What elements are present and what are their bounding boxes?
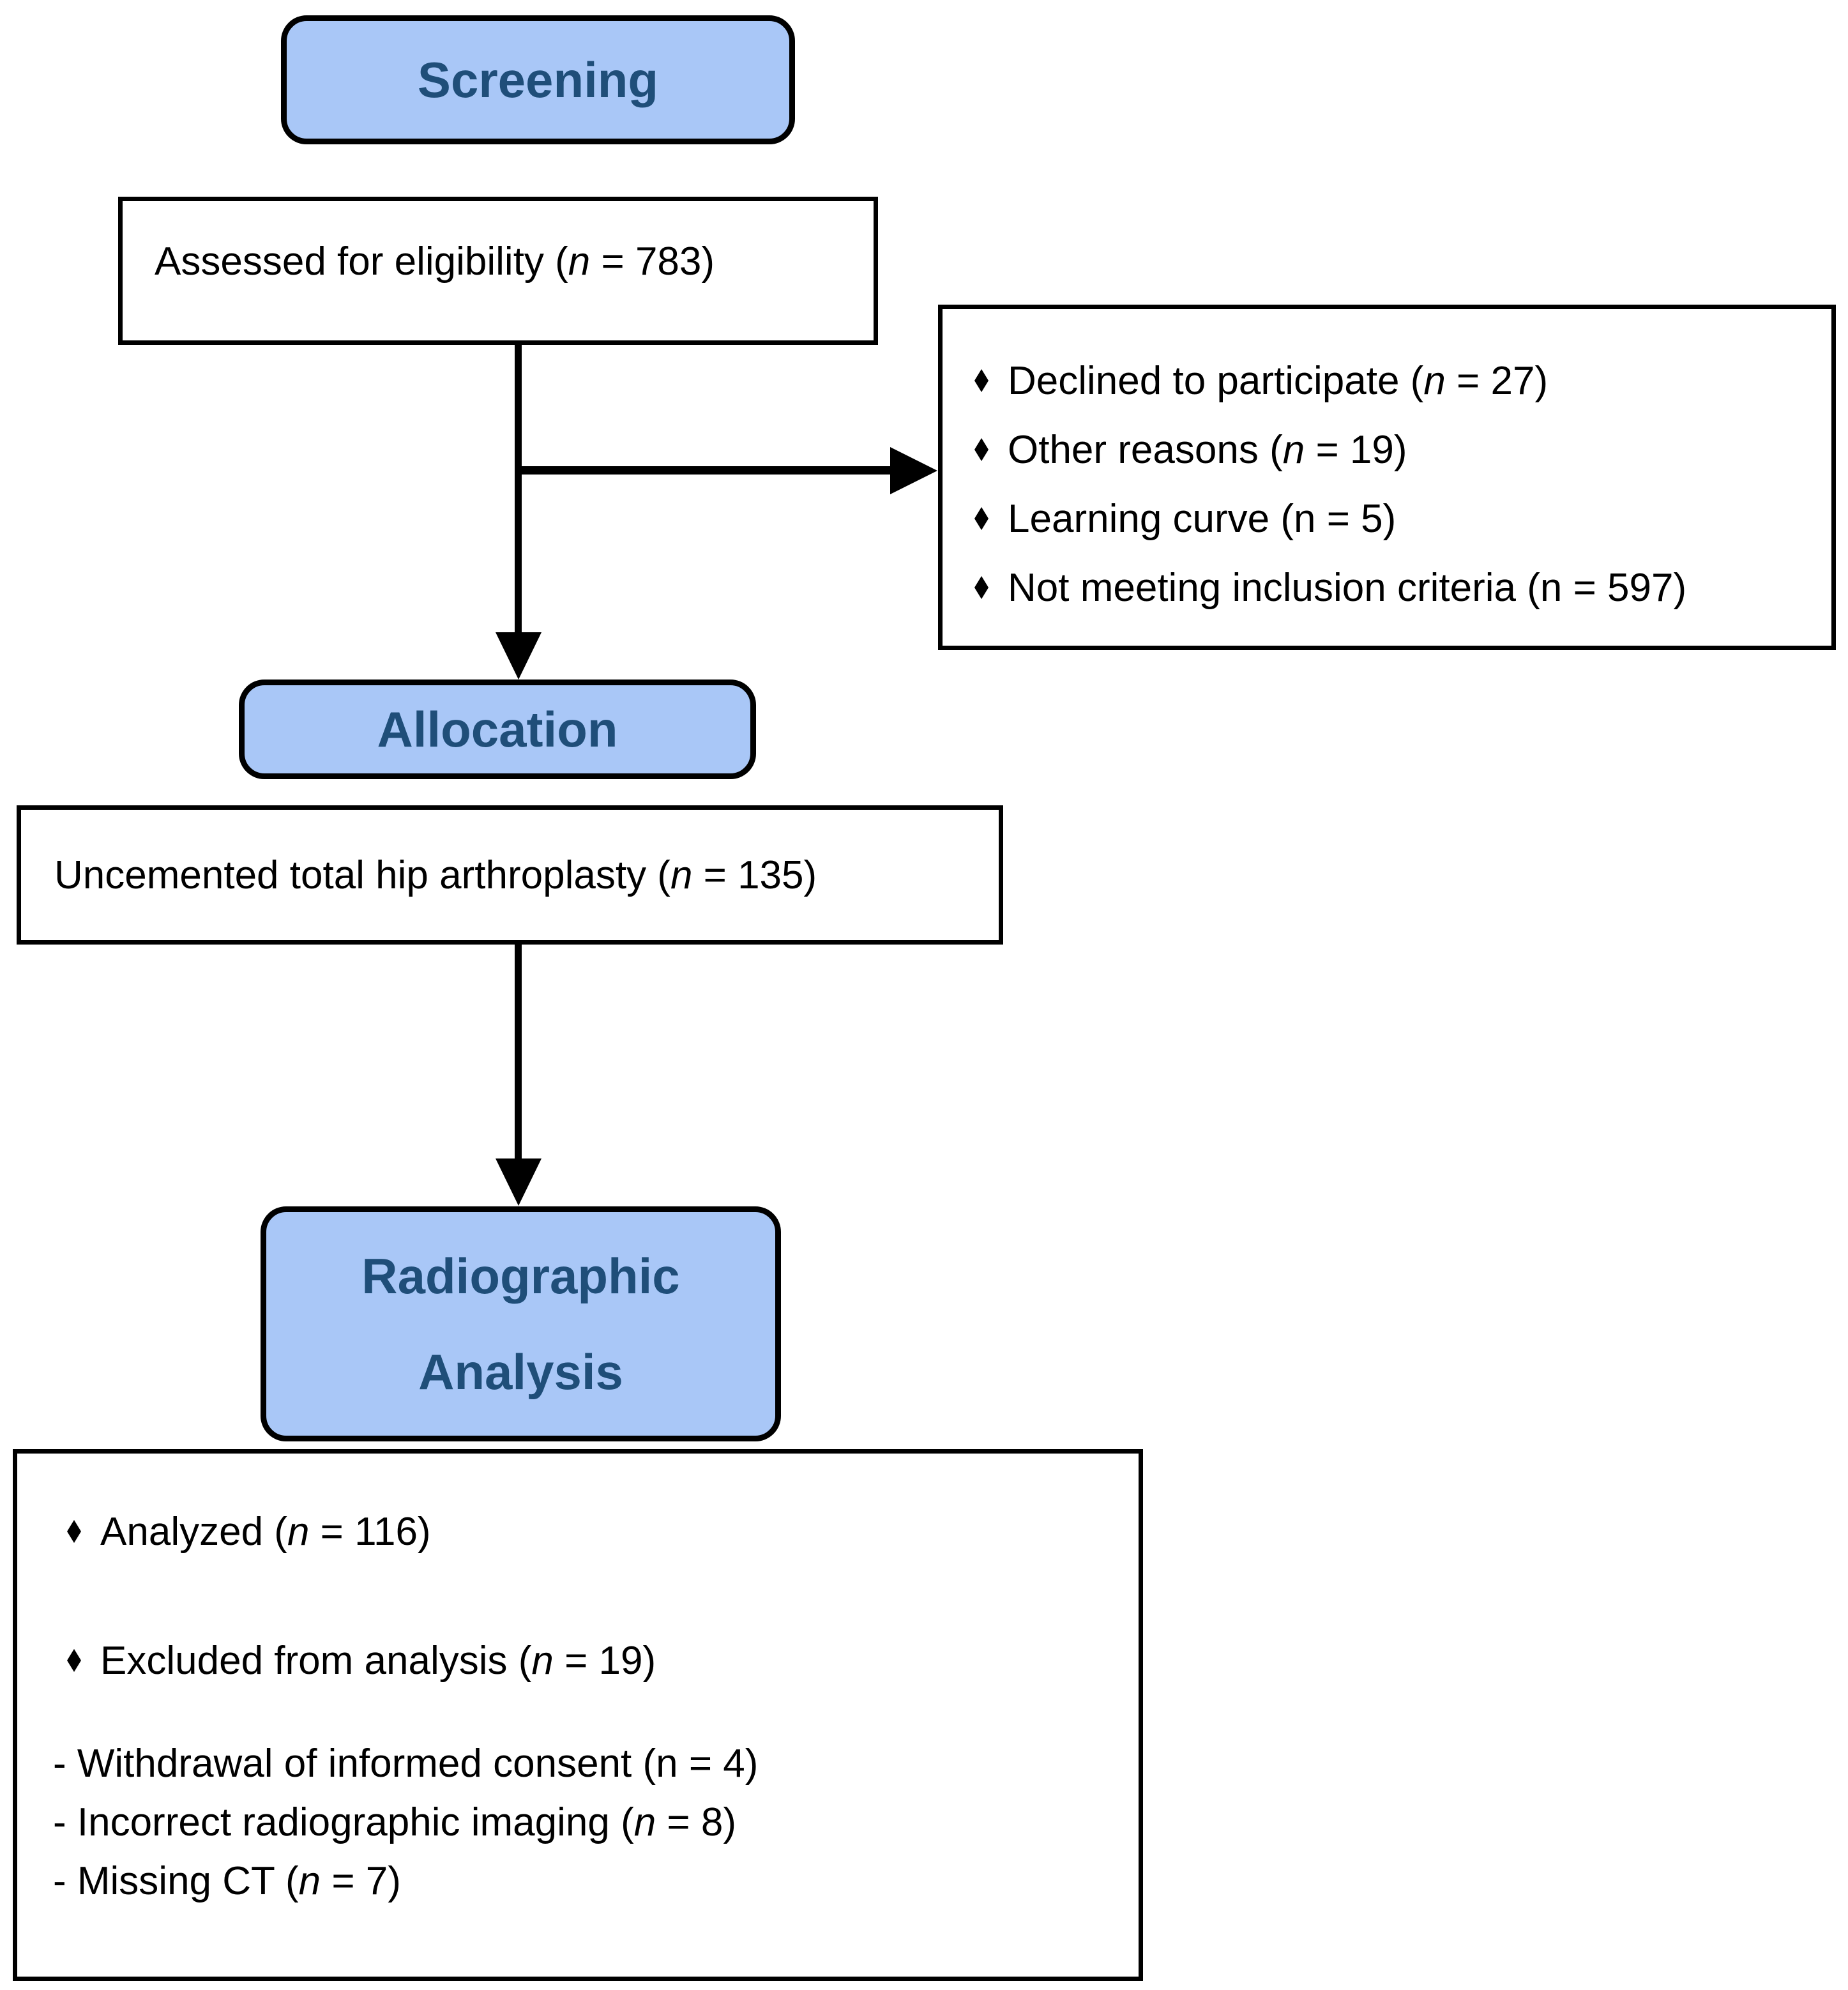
exclusion-item: Not meeting inclusion criteria (n = 597) bbox=[974, 553, 1812, 622]
diamond-bullet-icon bbox=[974, 576, 988, 599]
diamond-bullet-icon bbox=[974, 438, 988, 461]
analysis-dash-item: - Missing CT (n = 7) bbox=[17, 1852, 1139, 1911]
exclusion-reasons-box: Declined to participate (n = 27) Other r… bbox=[938, 305, 1836, 650]
diamond-bullet-icon bbox=[67, 1520, 81, 1543]
assessed-eligibility-box: Assessed for eligibility (n = 783) bbox=[118, 197, 878, 345]
arrow-stem-assessed-to-allocation bbox=[515, 345, 522, 635]
arrow-stem-uncemented-to-radiographic bbox=[515, 945, 522, 1162]
exclusion-item-text: Not meeting inclusion criteria (n = 597) bbox=[1008, 565, 1687, 610]
screening-phase-label: Screening bbox=[417, 51, 659, 108]
uncemented-tha-text: Uncemented total hip arthroplasty (n = 1… bbox=[54, 853, 817, 897]
excluded-from-analysis-text: Excluded from analysis (n = 19) bbox=[100, 1638, 656, 1683]
assessed-eligibility-text: Assessed for eligibility (n = 783) bbox=[155, 239, 715, 284]
analysis-results-box: Analyzed (n = 116) Excluded from analysi… bbox=[13, 1449, 1143, 1981]
diamond-bullet-icon bbox=[974, 507, 988, 530]
incorrect-imaging-text: - Incorrect radiographic imaging (n = 8) bbox=[53, 1800, 736, 1844]
missing-ct-text: - Missing CT (n = 7) bbox=[53, 1859, 401, 1903]
exclusion-item: Declined to participate (n = 27) bbox=[974, 346, 1812, 415]
exclusion-item: Learning curve (n = 5) bbox=[974, 484, 1812, 553]
diamond-bullet-icon bbox=[67, 1649, 81, 1672]
analysis-bullet-item: Excluded from analysis (n = 19) bbox=[17, 1637, 1139, 1683]
arrow-stem-branch-to-exclusions bbox=[518, 466, 892, 475]
analyzed-text: Analyzed (n = 116) bbox=[100, 1509, 431, 1554]
arrow-head-right-icon bbox=[890, 447, 937, 494]
exclusion-item-text: Other reasons (n = 19) bbox=[1008, 427, 1407, 472]
radiographic-phase-label-line2: Analysis bbox=[418, 1344, 623, 1400]
exclusion-item-text: Declined to participate (n = 27) bbox=[1008, 358, 1549, 403]
exclusion-item: Other reasons (n = 19) bbox=[974, 415, 1812, 484]
uncemented-tha-box: Uncemented total hip arthroplasty (n = 1… bbox=[17, 805, 1003, 945]
screening-phase-node: Screening bbox=[281, 15, 795, 144]
diamond-bullet-icon bbox=[974, 369, 988, 392]
exclusion-item-text: Learning curve (n = 5) bbox=[1008, 496, 1397, 541]
analysis-dash-item: - Incorrect radiographic imaging (n = 8) bbox=[17, 1793, 1139, 1852]
radiographic-phase-label-line1: Radiographic bbox=[361, 1248, 680, 1304]
arrow-head-down-icon bbox=[496, 632, 542, 680]
analysis-bullet-item: Analyzed (n = 116) bbox=[17, 1508, 1139, 1554]
allocation-phase-label: Allocation bbox=[377, 701, 618, 757]
analysis-dash-item: - Withdrawal of informed consent (n = 4) bbox=[17, 1735, 1139, 1793]
allocation-phase-node: Allocation bbox=[239, 680, 756, 779]
arrow-head-down-icon bbox=[496, 1158, 542, 1206]
withdrawal-consent-text: - Withdrawal of informed consent (n = 4) bbox=[53, 1742, 759, 1786]
radiographic-analysis-phase-node: Radiographic Analysis bbox=[261, 1206, 781, 1441]
